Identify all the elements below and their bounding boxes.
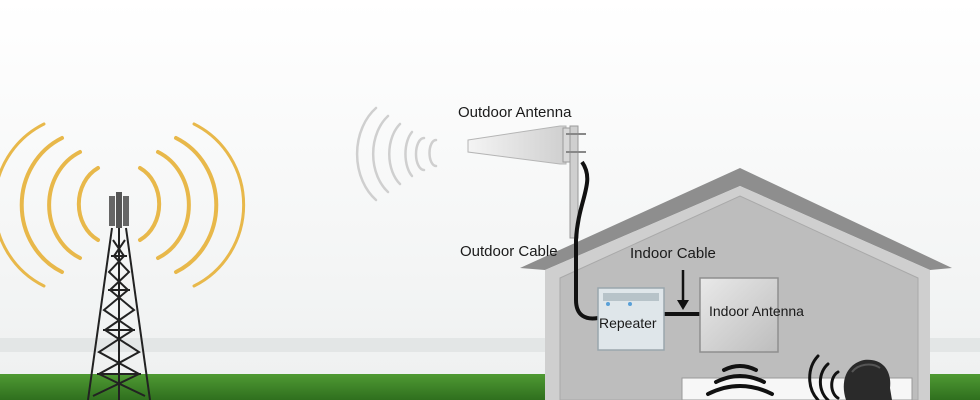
indoor-antenna-label: Indoor Antenna [709, 303, 804, 319]
indoor-antenna-icon [699, 277, 779, 353]
indoor-cable-label: Indoor Cable [630, 245, 716, 262]
outdoor-cable-label: Outdoor Cable [460, 243, 558, 260]
outdoor-cable [574, 160, 599, 321]
outdoor-antenna-icon [355, 106, 586, 239]
cell-tower-icon [0, 122, 246, 400]
house-roof [520, 168, 952, 270]
phone-user-icon [808, 354, 892, 400]
indoor-cable-arrowhead [677, 300, 689, 310]
indoor-signal-waves [706, 364, 774, 396]
outdoor-antenna-label: Outdoor Antenna [458, 104, 572, 121]
repeater-label: Repeater [599, 315, 657, 331]
repeater-icon [597, 287, 665, 351]
